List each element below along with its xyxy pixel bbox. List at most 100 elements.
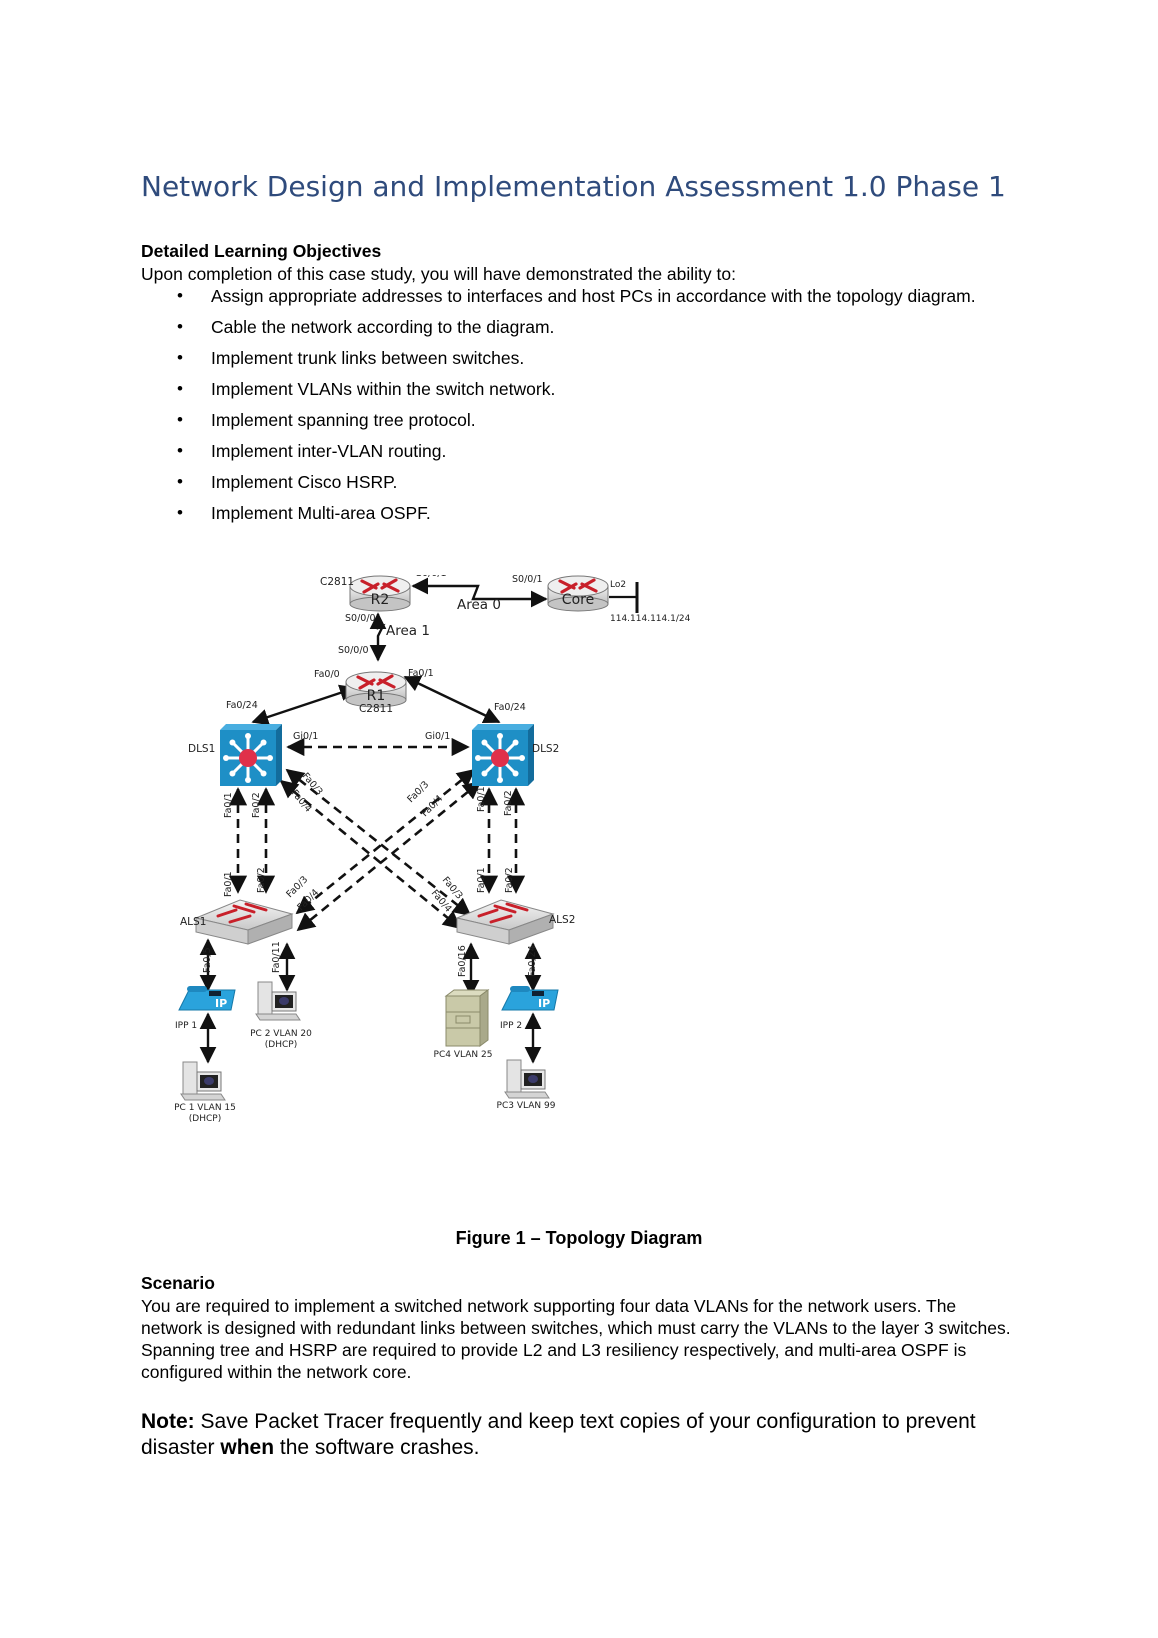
objective-item: • Cable the network according to the diag… — [141, 316, 1001, 338]
note-text: Save Packet Tracer frequently and keep t… — [141, 1410, 976, 1459]
bullet-icon: • — [177, 503, 183, 522]
area-0-label: Area 0 — [457, 597, 501, 613]
link-dls2-als1-fa04 — [296, 780, 482, 932]
note-paragraph: Note: Save Packet Tracer frequently and … — [141, 1409, 1041, 1461]
pc-pc3-icon — [504, 1059, 550, 1099]
note-text-end: the software crashes. — [274, 1436, 480, 1459]
bullet-icon: • — [177, 286, 183, 305]
objectives-heading: Detailed Learning Objectives — [141, 241, 382, 261]
objective-item: • Implement VLANs within the switch netwo… — [141, 378, 1001, 400]
labels-layer: R2CoreR1C2811C2811C2811DLS1DLS2ALS1ALS2I… — [174, 575, 690, 1124]
r1-model-label: C2811 — [359, 703, 393, 715]
l2-switch-als1-icon — [194, 899, 294, 945]
loopback-address-label: 114.114.114.1/24 — [610, 614, 691, 624]
objective-text: Implement Multi-area OSPF. — [211, 503, 431, 523]
port-label: S0/0/0 — [345, 613, 376, 624]
ip-phone-ipp2-icon: IP — [501, 986, 559, 1011]
port-label: Fa0/16 — [457, 945, 468, 977]
objective-text: Assign appropriate addresses to interfac… — [211, 286, 976, 306]
objective-item: • Assign appropriate addresses to interfa… — [141, 285, 1001, 307]
note-emphasis: when — [220, 1436, 275, 1459]
r2-model-label: C2811 — [320, 576, 354, 588]
port-label: S0/0/1 — [512, 575, 543, 585]
objective-text: Implement VLANs within the switch networ… — [211, 379, 556, 399]
scenario-heading: Scenario — [141, 1273, 215, 1293]
pc2-label: PC 2 VLAN 20 — [250, 1029, 312, 1039]
link-r2-r1 — [369, 612, 387, 662]
router-r2-icon — [349, 575, 411, 612]
port-label: Fa0/2 — [503, 790, 514, 816]
port-label: Fa0/4 — [419, 793, 445, 819]
objective-item: •Implement spanning tree protocol. — [141, 409, 1001, 431]
port-label: Fa0/11 — [271, 941, 282, 973]
port-label: Fa0/1 — [476, 786, 487, 812]
devices-layer: IP IP — [178, 575, 609, 1101]
bullet-icon: • — [177, 441, 183, 460]
port-label: Fa0/4 — [289, 788, 314, 815]
port-label: S0/0/1 — [416, 575, 447, 579]
bullet-icon: • — [177, 379, 183, 398]
pc2-sublabel: (DHCP) — [265, 1040, 297, 1050]
l3-switch-dls2-icon — [472, 724, 534, 786]
figure-caption: Figure 1 – Topology Diagram — [455, 1228, 703, 1248]
link-r2-core — [411, 577, 548, 608]
ip-phone-badge: IP — [538, 997, 550, 1010]
router-name-label: R2 — [371, 592, 390, 608]
als1-label: ALS1 — [180, 916, 206, 928]
router-name-label: Core — [562, 592, 594, 608]
port-label: Fa0/2 — [504, 867, 515, 893]
port-label: Fa0/1 — [476, 867, 487, 893]
objectives-list: • Assign appropriate addresses to interfa… — [141, 285, 1001, 533]
scenario-text: You are required to implement a switched… — [141, 1296, 1011, 1382]
router-r1-icon — [345, 671, 407, 708]
router-core-icon — [547, 575, 609, 612]
port-label: Fa0/1 — [223, 871, 234, 897]
ipp2-label: IPP 2 — [500, 1021, 522, 1031]
objective-text: Implement Cisco HSRP. — [211, 472, 398, 492]
dls2-label: DLS2 — [532, 743, 559, 755]
dls1-label: DLS1 — [188, 743, 215, 755]
port-label: Fa0/2 — [256, 867, 267, 893]
link-r1-dls2 — [403, 675, 501, 724]
ip-phone-badge: IP — [215, 997, 227, 1010]
document-title: Network Design and Implementation Assess… — [141, 170, 1006, 203]
pc1-label: PC 1 VLAN 15 — [174, 1103, 236, 1113]
pc-pc2-icon — [255, 981, 301, 1021]
port-label: S0/0/0 — [338, 645, 369, 656]
pc1-sublabel: (DHCP) — [189, 1114, 221, 1124]
l3-switch-dls1-icon — [220, 724, 282, 786]
port-label: Fa0/0 — [314, 669, 340, 680]
objective-item: • Implement trunk links between switches. — [141, 347, 1001, 369]
bullet-icon: • — [177, 348, 183, 367]
port-label: Fa0/24 — [527, 945, 538, 977]
port-label: Fa0/2 — [251, 792, 262, 818]
objective-text: Implement spanning tree protocol. — [211, 410, 476, 430]
objective-text: Implement inter-VLAN routing. — [211, 441, 447, 461]
pc4-label: PC4 VLAN 25 — [434, 1050, 493, 1060]
objective-item: • Implement Multi-area OSPF. — [141, 502, 1001, 524]
ipp1-label: IPP 1 — [175, 1021, 197, 1031]
area-1-label: Area 1 — [386, 623, 430, 639]
loopback-interface-label: Lo2 — [610, 580, 626, 590]
pc-pc1-icon — [180, 1061, 226, 1101]
router-name-label: R1 — [367, 688, 386, 704]
bullet-icon: • — [177, 472, 183, 491]
pc3-label: PC3 VLAN 99 — [497, 1101, 556, 1111]
objective-item: • Implement inter-VLAN routing. — [141, 440, 1001, 462]
port-label: Fa0/5 — [202, 947, 213, 973]
note-label: Note: — [141, 1410, 195, 1433]
server-pc4-icon — [444, 989, 490, 1047]
objective-text: Implement trunk links between switches. — [211, 348, 525, 368]
port-label: Gi0/1 — [425, 731, 450, 742]
l2-switch-als2-icon — [455, 899, 555, 945]
port-label: Fa0/24 — [226, 700, 258, 711]
port-label: Gi0/1 — [293, 731, 318, 742]
ip-phone-ipp1-icon: IP — [178, 986, 236, 1011]
port-label: Fa0/1 — [408, 668, 434, 679]
port-label: Fa0/3 — [405, 779, 431, 805]
bullet-icon: • — [177, 317, 183, 336]
objective-text: Cable the network according to the diagr… — [211, 317, 555, 337]
link-r1-dls1 — [251, 684, 357, 726]
